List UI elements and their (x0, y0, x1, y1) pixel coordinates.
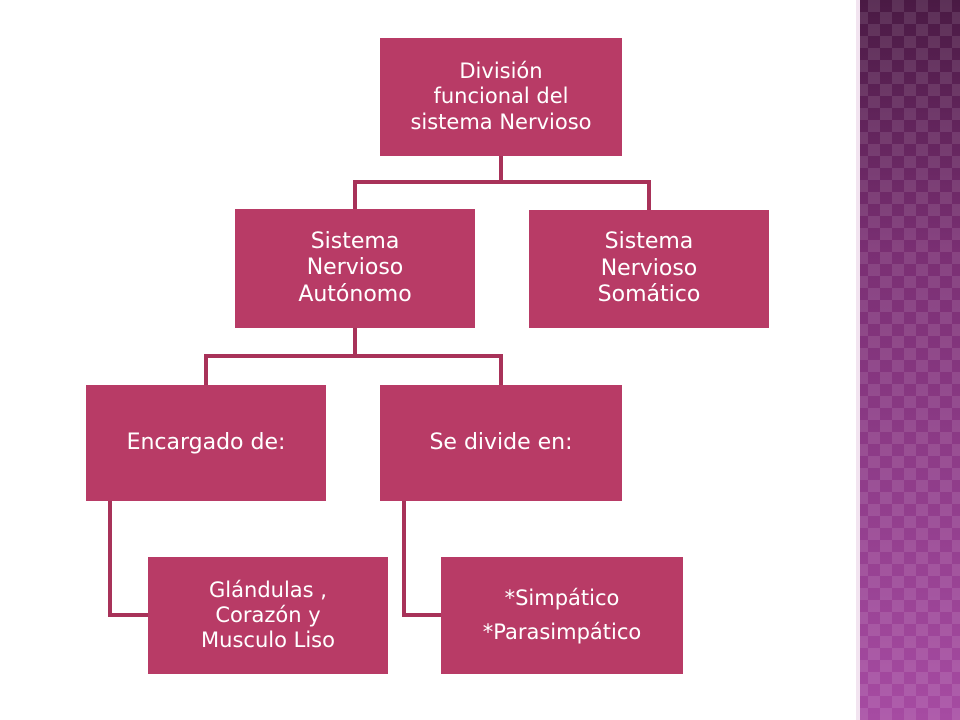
node-simpatico-parasimpatico: *Simpático *Parasimpático (441, 557, 683, 674)
node-simpatico-label: *Simpático *Parasimpático (482, 585, 642, 644)
node-division-funcional-label: División funcional del sistema Nervioso (410, 59, 592, 134)
node-glandulas: Glándulas , Corazón y Musculo Liso (148, 557, 388, 674)
edge-divide-simpatico (402, 501, 441, 617)
node-division-funcional: División funcional del sistema Nervioso (380, 38, 622, 156)
edge-root-somatico (501, 180, 651, 210)
connector-lines (108, 156, 651, 617)
node-sistema-nervioso-autonomo: Sistema Nervioso Autónomo (235, 209, 475, 328)
node-divide-label: Se divide en: (429, 429, 573, 455)
edge-autonomo-encargado (204, 328, 357, 385)
node-encargado-de: Encargado de: (86, 385, 326, 501)
decorative-sidebar (856, 0, 960, 720)
node-autonomo-label: Sistema Nervioso Autónomo (298, 228, 412, 307)
node-sistema-nervioso-somatico: Sistema Nervioso Somático (529, 210, 769, 328)
node-se-divide-en: Se divide en: (380, 385, 622, 501)
edge-encargado-glandulas (108, 501, 148, 617)
sidebar-edge (856, 0, 860, 720)
node-glandulas-label: Glándulas , Corazón y Musculo Liso (201, 577, 335, 653)
node-somatico-label: Sistema Nervioso Somático (597, 229, 701, 308)
edge-autonomo-divide (355, 354, 503, 385)
edge-root-autonomo (353, 156, 503, 209)
node-encargado-label: Encargado de: (126, 429, 286, 455)
